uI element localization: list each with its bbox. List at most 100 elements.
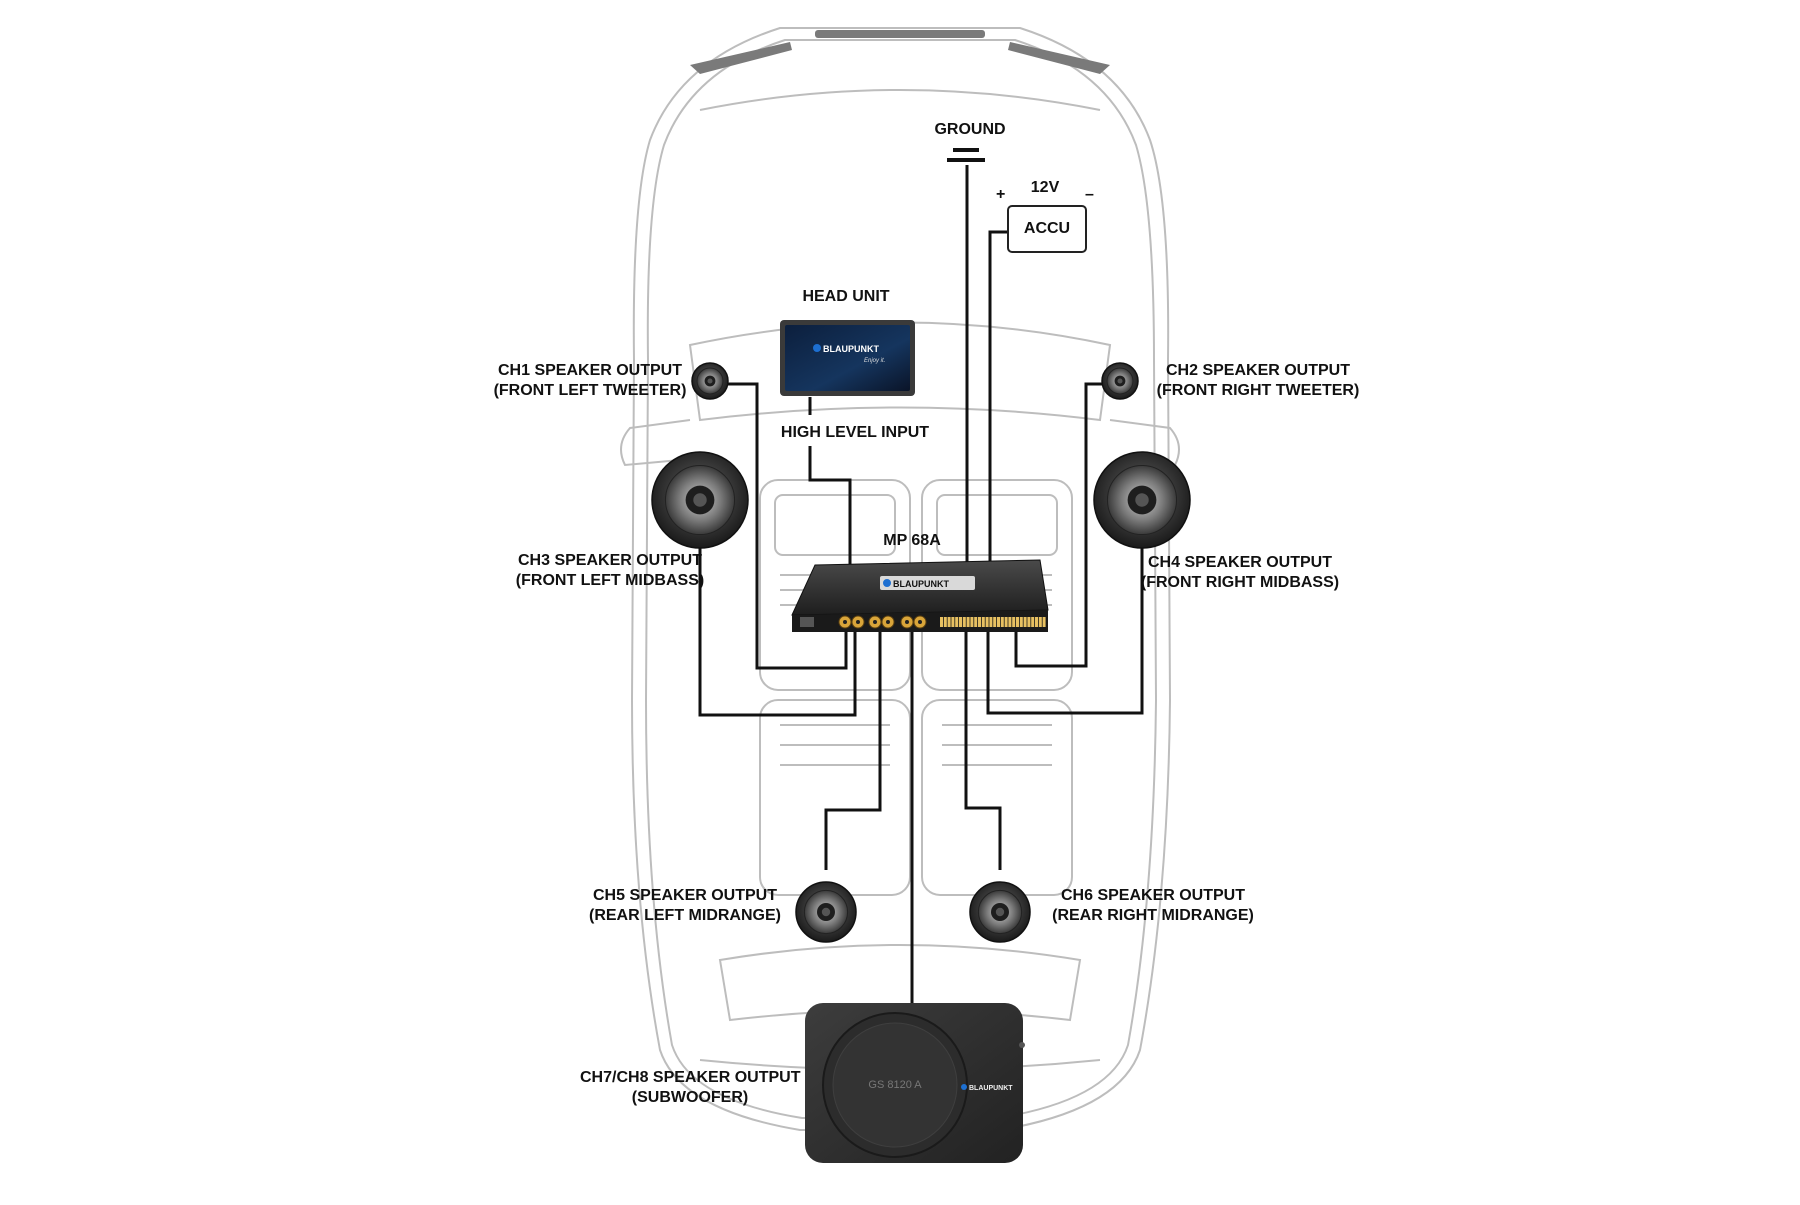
head-unit-tagline: Enjoy it. [864, 358, 885, 364]
terminal-pin [959, 617, 962, 627]
amp-brand: BLAUPUNKT [893, 579, 949, 589]
midrange-rear-left [795, 881, 857, 943]
terminal-pin [1012, 617, 1016, 627]
ch1-subtitle: (FRONT LEFT TWEETER) [493, 382, 687, 399]
terminal-pin [940, 617, 943, 627]
terminal-pin [1016, 617, 1019, 627]
minus-sign: – [1085, 186, 1094, 203]
seat-rear-right [921, 699, 1073, 896]
rca-jack-4 [881, 615, 895, 629]
mirror-left [620, 419, 691, 467]
wire-ch2 [1014, 382, 1120, 668]
subwoofer-brand: BLAUPUNKT [969, 1085, 1013, 1092]
ch1-label: CH1 SPEAKER OUTPUT (FRONT LEFT TWEETER) [480, 361, 700, 401]
head-unit: BLAUPUNKT Enjoy it. [780, 320, 915, 396]
terminal-pin [1042, 617, 1046, 627]
high-level-input-label: HIGH LEVEL INPUT [780, 424, 930, 441]
ch78-title: CH7/CH8 SPEAKER OUTPUT [580, 1069, 801, 1086]
terminal-pin [993, 617, 997, 627]
terminal-pin [943, 617, 947, 627]
ch5-title: CH5 SPEAKER OUTPUT [592, 887, 778, 904]
plus-sign: + [996, 186, 1006, 203]
terminal-pin [1019, 617, 1023, 627]
wire-ch6 [964, 628, 1002, 870]
ch3-label: CH3 SPEAKER OUTPUT (FRONT LEFT MIDBASS) [500, 551, 720, 591]
woofer-front-left [651, 451, 749, 549]
wire-ch1 [710, 382, 848, 670]
wire-high-level [808, 446, 852, 566]
rca-jack-1 [838, 615, 852, 629]
voltage-label: 12V [1030, 179, 1060, 196]
seat-rear-left [759, 699, 911, 896]
ch2-title: CH2 SPEAKER OUTPUT [1165, 362, 1351, 379]
seat-front-left-inner [774, 494, 896, 556]
ground-symbol [947, 148, 985, 162]
terminal-pin [1023, 617, 1027, 627]
rca-jack-5 [900, 615, 914, 629]
terminal-pin [966, 617, 970, 627]
amp-connectors [800, 615, 1046, 629]
power-terminal [800, 617, 814, 627]
terminal-pin [1038, 617, 1042, 627]
terminal-pin [989, 617, 993, 627]
terminal-pin [974, 617, 978, 627]
tweeter-front-right [1101, 362, 1139, 400]
accu-label: ACCU [1023, 220, 1071, 237]
rca-jack-6 [913, 615, 927, 629]
ch6-subtitle: (REAR RIGHT MIDRANGE) [1052, 907, 1254, 924]
ch6-title: CH6 SPEAKER OUTPUT [1060, 887, 1246, 904]
ch6-label: CH6 SPEAKER OUTPUT (REAR RIGHT MIDRANGE) [1043, 886, 1263, 926]
ch4-title: CH4 SPEAKER OUTPUT [1147, 554, 1333, 571]
wire-accu [988, 230, 1007, 566]
wiring [698, 165, 1144, 1003]
terminal-pin [1031, 617, 1035, 627]
ch3-subtitle: (FRONT LEFT MIDBASS) [515, 572, 705, 589]
wire-ch4 [986, 540, 1144, 715]
wire-ch5 [824, 628, 882, 870]
ch1-title: CH1 SPEAKER OUTPUT [497, 362, 683, 379]
ch4-subtitle: (FRONT RIGHT MIDBASS) [1140, 574, 1340, 591]
blaupunkt-logo-icon [813, 344, 821, 352]
dsp-amplifier: BLAUPUNKT [791, 559, 1049, 632]
terminal-pin [1027, 617, 1031, 627]
ch4-label: CH4 SPEAKER OUTPUT (FRONT RIGHT MIDBASS) [1130, 553, 1350, 593]
ch2-label: CH2 SPEAKER OUTPUT (FRONT RIGHT TWEETER) [1148, 361, 1368, 401]
terminal-pin [978, 617, 981, 627]
ground-label: GROUND [934, 121, 1006, 138]
ch3-title: CH3 SPEAKER OUTPUT [517, 552, 703, 569]
ch2-subtitle: (FRONT RIGHT TWEETER) [1156, 382, 1360, 399]
terminal-pin [970, 617, 974, 627]
tweeter-front-left [691, 362, 729, 400]
seat-front-right-inner [936, 494, 1058, 556]
terminal-pin [955, 617, 959, 627]
ch5-label: CH5 SPEAKER OUTPUT (REAR LEFT MIDRANGE) [575, 886, 795, 926]
terminal-pin [985, 617, 989, 627]
midrange-rear-right [969, 881, 1031, 943]
processor-label: MP 68A [883, 532, 941, 549]
subwoofer: GS 8120 A BLAUPUNKT [805, 1003, 1025, 1163]
accu-battery: ACCU [1007, 205, 1087, 253]
hood-line [699, 89, 1101, 111]
woofer-front-right [1093, 451, 1191, 549]
amp-logo-icon [883, 579, 891, 587]
head-unit-brand: BLAUPUNKT [823, 344, 879, 354]
ch5-subtitle: (REAR LEFT MIDRANGE) [589, 907, 781, 924]
wire-ch3 [698, 540, 857, 717]
terminal-pin [1000, 617, 1004, 627]
head-unit-label: HEAD UNIT [802, 288, 890, 305]
terminal-pin [1004, 617, 1008, 627]
terminal-pin [962, 617, 966, 627]
ch78-label: CH7/CH8 SPEAKER OUTPUT (SUBWOOFER) [580, 1068, 800, 1108]
subwoofer-logo-icon [961, 1084, 967, 1090]
terminal-pin [981, 617, 985, 627]
terminal-pin [1035, 617, 1038, 627]
speakers [651, 362, 1191, 943]
terminal-pin [997, 617, 1000, 627]
subwoofer-model: GS 8120 A [868, 1079, 922, 1091]
wiper-accents [690, 30, 1110, 74]
terminal-pin [947, 617, 951, 627]
terminal-pin [951, 617, 955, 627]
terminal-pin [1008, 617, 1012, 627]
rca-jack-3 [868, 615, 882, 629]
